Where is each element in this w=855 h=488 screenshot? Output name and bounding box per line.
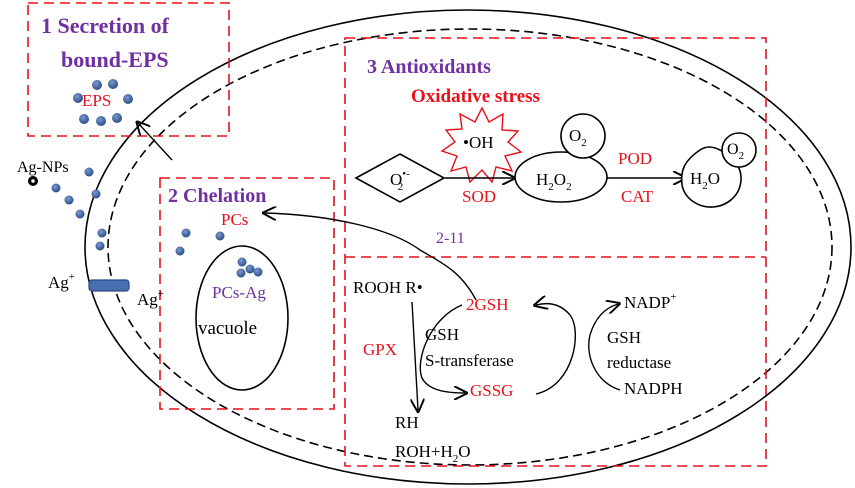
- ag-plus-outer-label: Ag+: [48, 271, 75, 292]
- box-chelation: [159, 177, 335, 410]
- roh-label: ROH+H2O: [395, 442, 471, 465]
- path-label-2-11: 2-11: [436, 230, 465, 247]
- gsh-reductase-line2: reductase: [607, 353, 671, 372]
- membrane-channel: [88, 279, 130, 292]
- gpx-label: GPX: [363, 340, 397, 359]
- o2-circle: [560, 113, 606, 159]
- two-gsh-label: 2GSH: [466, 295, 509, 314]
- rooh-label: ROOH R•: [353, 278, 423, 297]
- gsh-s-transferase-line2: S-transferase: [425, 351, 514, 370]
- cell-outer-membrane: [84, 9, 852, 485]
- eps-particles: [73, 79, 133, 126]
- sod-label: SOD: [462, 187, 496, 206]
- superoxide-diamond: [354, 153, 446, 203]
- o2-circle-b: [721, 132, 757, 168]
- ag-np-particles: [51, 167, 107, 251]
- ag-nps-label: Ag-NPs: [17, 159, 69, 176]
- arrow-gsh-to-pcs: [265, 213, 477, 301]
- box-antioxidants: [344, 37, 767, 467]
- h2o2-ellipse: [514, 151, 608, 203]
- arrow-gssg-to-gsh: [536, 304, 577, 395]
- vacuole-label: vacuole: [198, 318, 257, 339]
- oxidative-stress-label: Oxidative stress: [411, 86, 540, 107]
- pod-label: POD: [618, 149, 652, 168]
- arrow-gsh-to-gssg: [419, 304, 465, 393]
- superoxide-label: O•-2: [390, 168, 410, 193]
- oh-label: •OH: [463, 133, 494, 152]
- gssg-label: GSSG: [470, 381, 513, 400]
- hydroxyl-radical-starburst: [440, 106, 523, 184]
- arrow-nadph-to-nadp: [588, 304, 620, 391]
- arrow-to-secretion: [138, 123, 173, 161]
- pcs-label: PCs: [221, 210, 248, 229]
- secretion-title-line2: bound-EPS: [61, 47, 169, 72]
- chelation-particles: [175, 228, 263, 278]
- secretion-title-line1: 1 Secretion of: [41, 13, 170, 38]
- chelation-title: 2 Chelation: [168, 185, 266, 207]
- gsh-reductase-line1: GSH: [607, 328, 641, 347]
- rh-label: RH: [395, 413, 419, 432]
- ag-plus-inner-label: Ag+: [137, 288, 164, 309]
- nadph-label: NADPH: [624, 379, 683, 398]
- vacuole: [195, 245, 289, 391]
- eps-label: EPS: [82, 91, 111, 110]
- h2o-label: H2O: [690, 169, 720, 192]
- o2-label: O2: [569, 126, 587, 149]
- o2-label-b: O2: [727, 141, 744, 162]
- box-secretion: [27, 2, 230, 137]
- antioxidants-title: 3 Antioxidants: [367, 56, 491, 78]
- cell-inner-membrane: [107, 28, 833, 466]
- h2o2-label: H2O2: [536, 170, 572, 193]
- nadp-label: NADP+: [624, 291, 677, 312]
- pcs-ag-label: PCs-Ag: [212, 283, 266, 302]
- arrow-gpx: [412, 301, 418, 410]
- cat-label: CAT: [621, 187, 654, 206]
